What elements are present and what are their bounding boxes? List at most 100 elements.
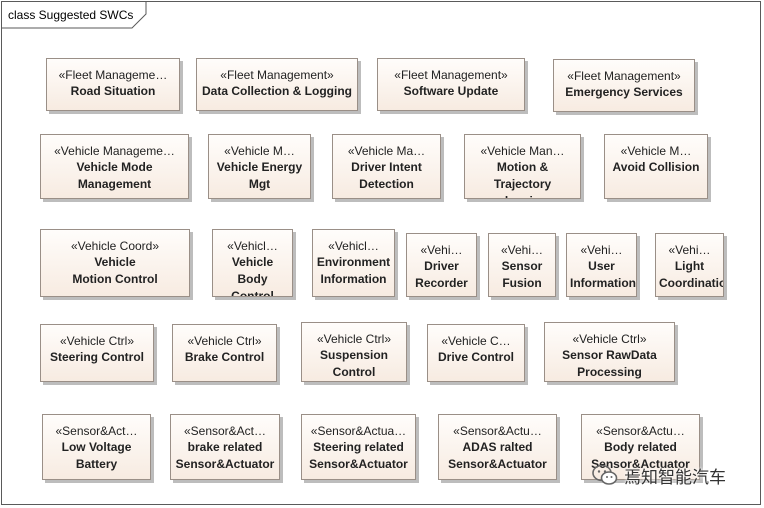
stereotype-label: «Vehi… bbox=[580, 243, 623, 257]
stereotype-label: «Vehicle Ctrl» bbox=[316, 332, 392, 346]
wechat-icon bbox=[592, 464, 618, 485]
component-name: Information bbox=[570, 276, 636, 290]
stereotype-label: «Vehicl… bbox=[227, 239, 278, 253]
stereotype-label: «Vehicle Ma… bbox=[347, 144, 426, 158]
swc-box-road-situation[interactable]: «Fleet Manageme… Road Situation bbox=[46, 58, 180, 111]
component-name: Body related bbox=[604, 440, 677, 454]
component-name: Low Voltage bbox=[61, 440, 132, 454]
component-name: Sensor bbox=[501, 259, 543, 273]
stereotype-label: «Fleet Management» bbox=[220, 68, 334, 82]
swc-box-steering-control[interactable]: «Vehicle Ctrl» Steering Control bbox=[40, 324, 154, 382]
diagram-title-tab: class Suggested SWCs bbox=[2, 2, 147, 29]
component-name: Processing Algorithm bbox=[577, 365, 642, 379]
component-name: Motion & bbox=[496, 160, 549, 174]
stereotype-label: «Vehi… bbox=[420, 243, 463, 257]
component-name: Avoid Collision bbox=[612, 160, 700, 174]
swc-box-emergency-services[interactable]: «Fleet Management» Emergency Services bbox=[553, 59, 695, 112]
watermark-text: 焉知智能汽车 bbox=[624, 467, 726, 488]
component-name: Steering related bbox=[313, 440, 404, 454]
stereotype-label: «Vehicle Ctrl» bbox=[59, 334, 135, 348]
swc-box-light-coordination[interactable]: «Vehi…LightCoordination bbox=[655, 233, 724, 297]
component-name: Information bbox=[320, 272, 387, 286]
stereotype-label: «Vehicle M… bbox=[224, 144, 295, 158]
diagram-title: class Suggested SWCs bbox=[8, 8, 134, 22]
component-name: Steering Control bbox=[49, 350, 144, 364]
component-name: Vehicle Energy bbox=[216, 160, 303, 174]
stereotype-label: «Vehicle Coord» bbox=[70, 239, 160, 253]
stereotype-label: «Vehicl… bbox=[328, 239, 379, 253]
component-name: Control bbox=[332, 365, 376, 379]
component-name: Sensor&Actuator bbox=[309, 457, 408, 471]
stereotype-label: «Sensor&Actua… bbox=[310, 424, 407, 438]
swc-box-avoid-collision[interactable]: «Vehicle M… Avoid Collision bbox=[604, 134, 708, 199]
swc-box-motion-trajectory-planning[interactable]: «Vehicle Man… Motion & Trajectory planning bbox=[464, 134, 581, 199]
component-name: Mgt bbox=[248, 177, 271, 191]
component-name: Sensor&Actuator bbox=[591, 457, 690, 471]
component-name: brake related bbox=[187, 440, 263, 454]
component-name: Emergency Services bbox=[565, 85, 683, 99]
stereotype-label: «Fleet Management» bbox=[394, 68, 508, 82]
component-name: Motion Control bbox=[72, 272, 158, 286]
component-name: Driver bbox=[424, 259, 459, 273]
component-name: Trajectory planning bbox=[493, 177, 552, 198]
stereotype-label: «Sensor&Act… bbox=[183, 424, 267, 438]
stereotype-label: «Vehicle Ctrl» bbox=[572, 332, 647, 346]
watermark: 焉知智能汽车 bbox=[592, 462, 726, 488]
component-name: User bbox=[588, 259, 615, 273]
component-name: Sensor RawData bbox=[562, 348, 657, 362]
component-name: Management bbox=[77, 177, 152, 191]
stereotype-label: «Vehi… bbox=[668, 243, 711, 257]
stereotype-label: «Fleet Management» bbox=[567, 69, 681, 83]
component-name: Vehicle Body bbox=[231, 255, 274, 286]
component-name: Sensor&Actuator bbox=[175, 457, 275, 471]
component-name: Coordination bbox=[659, 276, 723, 290]
component-name: Brake Control bbox=[184, 350, 265, 364]
swc-box-brake-control[interactable]: «Vehicle Ctrl» Brake Control bbox=[172, 324, 277, 382]
component-name: Vehicle bbox=[94, 255, 136, 269]
component-name: Fusion bbox=[502, 276, 542, 290]
stereotype-label: «Sensor&Actu… bbox=[596, 424, 685, 438]
component-name: Detection bbox=[359, 177, 414, 191]
component-name: Control bbox=[231, 289, 274, 297]
swc-box-software-update[interactable]: «Fleet Management» Software Update bbox=[377, 58, 525, 111]
stereotype-label: «Sensor&Act… bbox=[55, 424, 138, 438]
stereotype-label: «Vehi… bbox=[500, 243, 544, 257]
swc-box-data-collection-logging[interactable]: «Fleet Management» Data Collection & Logg… bbox=[196, 58, 358, 111]
component-name: Data Collection & Logging bbox=[202, 84, 352, 98]
component-name: Recorder bbox=[415, 276, 468, 290]
component-name: Battery bbox=[75, 457, 118, 471]
stereotype-label: «Vehicle M… bbox=[620, 144, 692, 158]
stereotype-label: «Fleet Manageme… bbox=[58, 68, 168, 82]
component-name: Drive Control bbox=[437, 350, 514, 364]
component-name: Sensor&Actuator bbox=[448, 457, 547, 471]
component-name: Road Situation bbox=[70, 84, 156, 98]
component-name: Software Update bbox=[403, 84, 499, 98]
stereotype-label: «Vehicle Manageme… bbox=[54, 144, 175, 158]
stereotype-label: «Vehicle Ctrl» bbox=[187, 334, 262, 348]
stereotype-label: «Vehicle C… bbox=[441, 334, 511, 348]
component-name: ADAS ralted bbox=[462, 440, 533, 454]
stereotype-label: «Vehicle Man… bbox=[480, 144, 565, 158]
component-name: Suspension bbox=[319, 348, 388, 362]
swc-box-drive-control[interactable]: «Vehicle C… Drive Control bbox=[427, 324, 525, 382]
component-name: Driver Intent bbox=[351, 160, 422, 174]
component-name: Vehicle Mode bbox=[76, 160, 153, 174]
stereotype-label: «Sensor&Actu… bbox=[453, 424, 542, 438]
component-name: Environment bbox=[316, 255, 391, 269]
